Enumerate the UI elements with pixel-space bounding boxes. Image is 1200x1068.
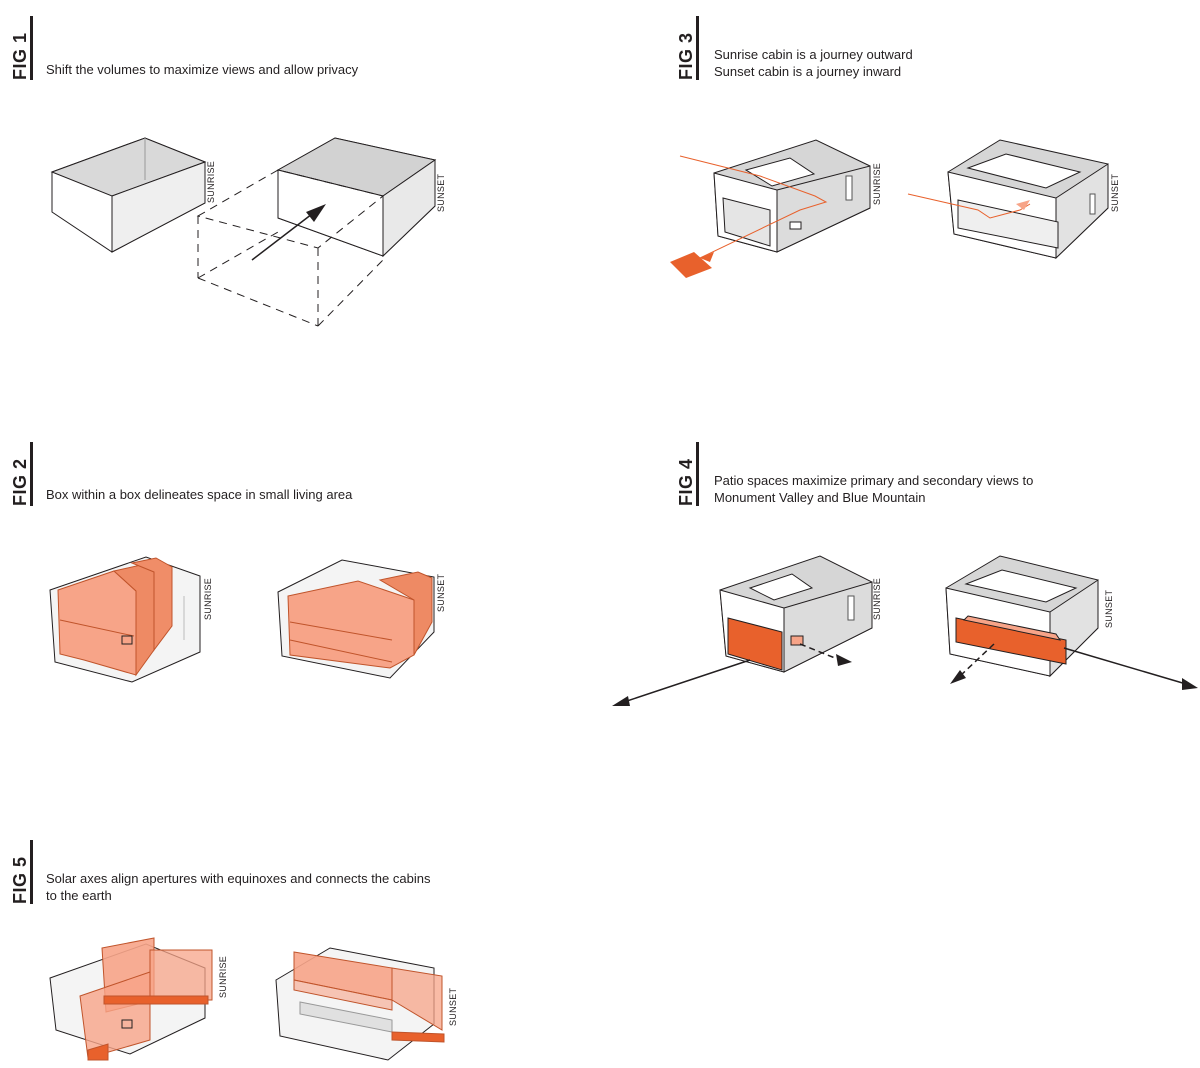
fig4-sunrise-secondary-view-arrow (799, 643, 852, 666)
fig3-caption-line-2: Sunset cabin is a journey inward (714, 64, 902, 79)
fig5-caption: Solar axes align apertures with equinoxe… (46, 870, 430, 904)
fig4-rule (696, 442, 699, 506)
fig3-sunset-cabin (947, 139, 1109, 260)
fig5-caption-line-1: Solar axes align apertures with equinoxe… (46, 871, 431, 886)
fig1-rule (30, 16, 33, 80)
fig3-sunrise-exit-marker (670, 252, 712, 278)
fig2-caption: Box within a box delineates space in sma… (46, 486, 352, 503)
fig1-sunrise-box (50, 137, 207, 253)
fig3-caption: Sunrise cabin is a journey outward Sunse… (714, 46, 913, 80)
fig1-sunset-box (276, 137, 437, 258)
fig1-shift-arrow (251, 204, 326, 261)
fig3-caption-line-1: Sunrise cabin is a journey outward (714, 47, 913, 62)
fig3-sunrise-path (679, 155, 828, 259)
fig4-sunset-secondary-view-arrow (950, 643, 995, 684)
fig2-sunrise-cabin (49, 556, 201, 683)
fig4-sunset-primary-view-arrow (1063, 647, 1198, 690)
fig5-caption-line-2: to the earth (46, 888, 112, 903)
fig5-sunset-cabin (275, 947, 445, 1061)
fig1-caption-line-1: Shift the volumes to maximize views and … (46, 62, 359, 77)
fig2-rule (30, 442, 33, 506)
fig1-dashed-volume (196, 169, 385, 327)
fig5-rule (30, 840, 33, 904)
fig4-caption: Patio spaces maximize primary and second… (714, 472, 1033, 506)
fig3-sunrise-cabin (713, 139, 871, 253)
fig4-caption-line-2: Monument Valley and Blue Mountain (714, 490, 926, 505)
fig2-sunrise-label: SUNRISE (203, 578, 213, 620)
fig4-sunrise-cabin (719, 555, 873, 673)
fig3-rule (696, 16, 699, 80)
fig4-sunrise-label: SUNRISE (872, 578, 882, 620)
fig1-sunrise-label: SUNRISE (206, 161, 216, 203)
fig3-sunrise-label: SUNRISE (872, 163, 882, 205)
fig2-sunset-label: SUNSET (436, 573, 446, 612)
fig1-caption: Shift the volumes to maximize views and … (46, 61, 358, 78)
fig2-caption-line-1: Box within a box delineates space in sma… (46, 487, 353, 502)
fig5-sunset-label: SUNSET (448, 987, 458, 1026)
fig4-sunset-cabin (945, 555, 1099, 678)
fig1-sunset-label: SUNSET (436, 173, 446, 212)
fig4-caption-line-1: Patio spaces maximize primary and second… (714, 473, 1034, 488)
fig4-sunset-label: SUNSET (1104, 589, 1114, 628)
fig3-sunset-label: SUNSET (1110, 173, 1120, 212)
fig5-sunrise-cabin (49, 937, 213, 1061)
fig4-sunrise-primary-view-arrow (612, 659, 751, 706)
fig5-sunrise-label: SUNRISE (218, 956, 228, 998)
fig2-sunset-cabin (277, 559, 435, 679)
